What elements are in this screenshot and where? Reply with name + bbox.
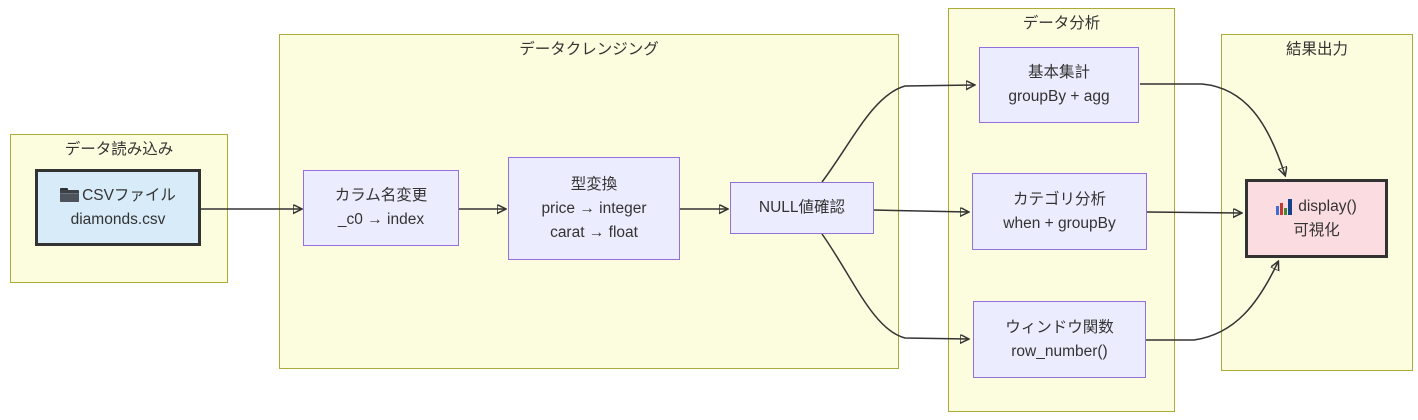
- node-nullcheck-title: NULL値確認: [758, 199, 846, 216]
- bar-chart-icon: [1276, 198, 1294, 215]
- node-window-title: ウィンドウ関数: [1005, 318, 1114, 336]
- node-csv-file: CSVファイル diamonds.csv: [35, 169, 201, 246]
- node-basic-aggregation: 基本集計 groupBy + agg: [979, 47, 1139, 123]
- cluster-result-output-title: 結果出力: [1285, 41, 1348, 58]
- node-category-analysis: カテゴリ分析 when + groupBy: [972, 173, 1147, 250]
- cluster-data-cleansing-title: データクレンジング: [519, 41, 659, 58]
- node-display-detail: 可視化: [1293, 221, 1340, 239]
- node-csv-filename: diamonds.csv: [70, 210, 166, 228]
- node-display-visualization: display() 可視化: [1245, 179, 1388, 258]
- node-window-function: ウィンドウ関数 row_number(): [973, 301, 1146, 378]
- node-rename-detail: _c0 → index: [337, 211, 425, 228]
- node-null-check: NULL値確認: [730, 182, 874, 234]
- cluster-data-load-title: データ読み込み: [64, 141, 174, 158]
- node-agg-detail: groupBy + agg: [1008, 88, 1110, 105]
- node-category-title: カテゴリ分析: [1012, 190, 1106, 208]
- node-cast-detail-1: price → integer: [541, 199, 647, 217]
- node-rename-columns: カラム名変更 _c0 → index: [303, 170, 459, 246]
- node-cast-title: 型変換: [570, 175, 618, 193]
- node-category-detail: when + groupBy: [1003, 214, 1116, 232]
- cluster-data-analysis-title: データ分析: [1022, 15, 1101, 32]
- node-csv-title: CSVファイル: [82, 186, 176, 204]
- node-cast-detail-2: carat → float: [550, 223, 638, 241]
- node-display-title: display(): [1298, 197, 1357, 215]
- node-type-cast: 型変換 price → integer carat → float: [508, 157, 680, 260]
- node-rename-title: カラム名変更: [334, 187, 428, 204]
- node-window-detail: row_number(): [1011, 342, 1108, 360]
- folder-icon: [60, 188, 80, 203]
- node-agg-title: 基本集計: [1027, 64, 1090, 81]
